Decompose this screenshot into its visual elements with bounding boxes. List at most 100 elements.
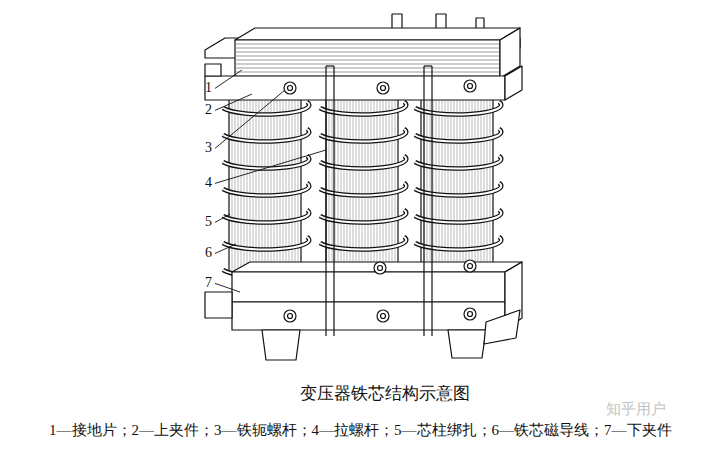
- banding-turn: [415, 102, 501, 114]
- callout-number: 4: [205, 175, 212, 192]
- watermark: 知乎用户: [606, 400, 666, 418]
- lamination-line: [236, 68, 499, 69]
- banding-turn: [415, 237, 501, 249]
- yoke-bolt: [284, 82, 296, 94]
- leader-line: [215, 70, 242, 88]
- lamination-line: [283, 100, 284, 272]
- lamination-line: [469, 100, 470, 272]
- lamination-line: [368, 100, 369, 272]
- lamination-line: [250, 100, 251, 272]
- lamination-line: [439, 100, 440, 272]
- lamination-line: [236, 48, 499, 49]
- lamination-line: [457, 100, 458, 272]
- lamination-line: [253, 100, 254, 272]
- lamination-line: [454, 100, 455, 272]
- leader-line: [215, 283, 240, 292]
- foot: [448, 330, 486, 358]
- yoke-bolt: [377, 82, 389, 94]
- banding-turn: [320, 210, 406, 222]
- callout-number: 6: [205, 245, 212, 262]
- banding-turn: [415, 102, 501, 114]
- banding-turn: [223, 237, 309, 249]
- lamination-line: [448, 100, 449, 272]
- banding-turn: [415, 156, 501, 168]
- figure-caption: 变压器铁芯结构示意图: [300, 384, 470, 404]
- lamination-line: [460, 100, 461, 272]
- lamination-line: [442, 100, 443, 272]
- yoke-bolt: [374, 262, 386, 274]
- banding-turn: [223, 102, 309, 114]
- upper-clamp: [205, 76, 505, 100]
- lamination-line: [236, 60, 499, 61]
- lamination-line: [280, 100, 281, 272]
- lamination-line: [374, 100, 375, 272]
- tie-rod: [333, 66, 334, 336]
- lamination-line: [347, 100, 348, 272]
- lamination-line: [236, 52, 499, 53]
- lamination-line: [274, 100, 275, 272]
- banding-turn: [320, 129, 406, 141]
- lamination-line: [236, 44, 499, 45]
- banding-turn: [320, 102, 406, 114]
- lamination-line: [277, 100, 278, 272]
- lamination-line: [271, 100, 272, 272]
- lamination-line: [451, 100, 452, 272]
- callout-number: 5: [205, 214, 212, 231]
- lamination-line: [466, 100, 467, 272]
- banding-turn: [320, 210, 406, 222]
- lamination-line: [445, 100, 446, 272]
- banding-turn: [320, 156, 406, 168]
- yoke-bolt: [284, 310, 296, 322]
- bolt-nut: [468, 84, 473, 89]
- upper-clamp-end: [505, 66, 522, 100]
- bolt-nut: [288, 314, 293, 319]
- banding-turn: [223, 183, 309, 195]
- banding-turn: [320, 183, 406, 195]
- lamination-line: [256, 100, 257, 272]
- lamination-line: [463, 100, 464, 272]
- lamination-line: [356, 100, 357, 272]
- bolt-nut: [381, 86, 386, 91]
- callout-number: 1: [205, 80, 212, 97]
- leader-line: [215, 214, 230, 222]
- yoke-bolt: [377, 310, 389, 322]
- lamination-line: [353, 100, 354, 272]
- banding-turn: [320, 129, 406, 141]
- lamination-line: [236, 56, 499, 57]
- bolt-nut: [468, 312, 473, 317]
- lamination-line: [472, 100, 473, 272]
- banding-turn: [415, 210, 501, 222]
- lamination-line: [344, 100, 345, 272]
- banding-turn: [320, 183, 406, 195]
- yoke-bolt: [464, 308, 476, 320]
- yoke-top: [235, 28, 520, 40]
- leader-line: [215, 150, 326, 183]
- callout-number: 7: [205, 275, 212, 292]
- lamination-line: [377, 100, 378, 272]
- lamination-line: [259, 100, 260, 272]
- lower-clamp: [232, 302, 505, 330]
- parts-key: 1—接地片；2—上夹件；3—铁轭螺杆；4—拉螺杆；5—芯柱绑扎；6—铁芯磁导线；…: [49, 421, 672, 439]
- banding-turn: [415, 183, 501, 195]
- lamination-line: [262, 100, 263, 272]
- banding-turn: [320, 237, 406, 249]
- leader-line: [215, 94, 252, 110]
- banding-turn: [415, 210, 501, 222]
- foot: [484, 310, 520, 344]
- tie-rod: [326, 65, 334, 66]
- lamination-line: [236, 72, 499, 73]
- tie-rod: [431, 66, 432, 336]
- upper-yoke: [235, 40, 500, 78]
- bolt-nut: [288, 86, 293, 91]
- grounding-strip: [205, 64, 221, 76]
- lamination-line: [371, 100, 372, 272]
- bolt-nut: [378, 266, 383, 271]
- lamination-line: [359, 100, 360, 272]
- banding-turn: [223, 183, 309, 195]
- banding-turn: [223, 237, 309, 249]
- yoke-bolt: [464, 80, 476, 92]
- banding-turn: [415, 237, 501, 249]
- bolt-nut: [381, 314, 386, 319]
- banding-turn: [320, 237, 406, 249]
